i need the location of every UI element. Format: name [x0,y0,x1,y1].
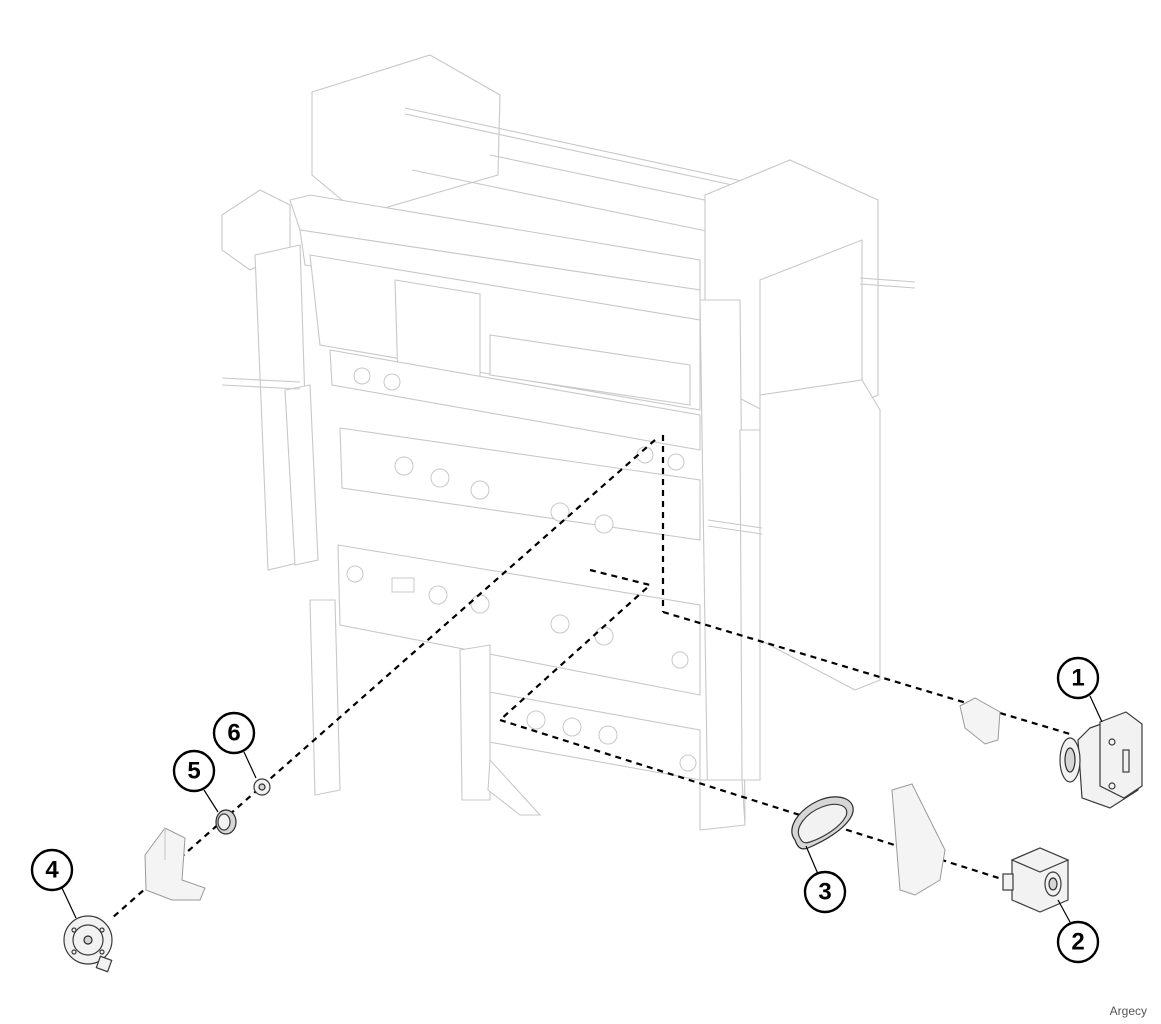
callout-2-label: 2 [1071,929,1084,956]
path-part-1 [662,610,1071,736]
callout-1-label: 1 [1071,665,1084,692]
part-6-washer [253,778,271,796]
callout-2: 2 [1056,899,1100,964]
part-3-belt [791,796,854,850]
idler-bracket [959,697,1001,745]
callout-3-label: 3 [818,879,831,906]
motor-bracket [144,827,206,901]
part-4-motor [63,915,113,973]
part-1-motor [1059,711,1143,809]
callout-4-label: 4 [45,857,59,884]
callout-1: 1 [1056,656,1103,723]
printer-frame [221,54,916,831]
watermark-text: Argecy [1109,1004,1147,1018]
mounting-plate [891,783,946,896]
part-5-gear [215,809,237,835]
callout-3: 3 [803,845,847,914]
callout-5-label: 5 [187,758,200,785]
callout-6: 6 [212,711,257,779]
callout-6-label: 6 [227,720,240,747]
callout-5: 5 [172,749,219,813]
part-2-solenoid [1002,847,1070,913]
callout-4: 4 [30,848,77,919]
